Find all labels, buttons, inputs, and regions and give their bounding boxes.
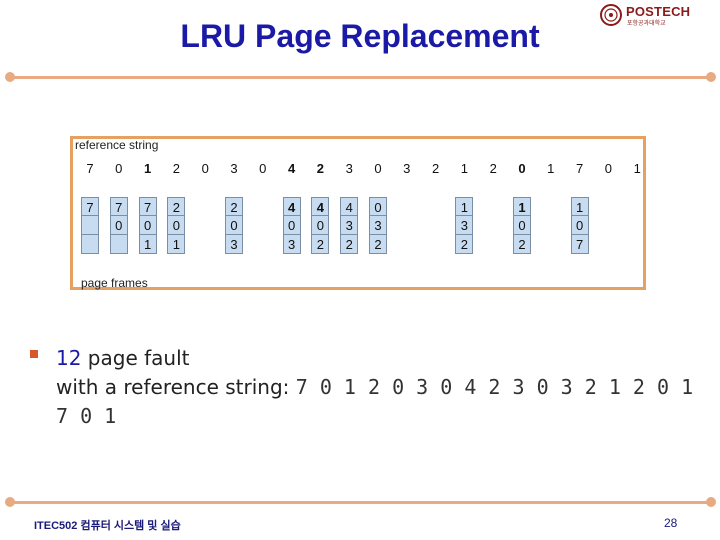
reference-item: 1: [143, 161, 152, 176]
reference-item: 1: [547, 161, 555, 176]
frame-cell: 7: [81, 197, 99, 216]
frame-cell: 0: [109, 216, 128, 235]
frame-cell: [81, 235, 99, 254]
frame-cell: 4: [282, 197, 301, 216]
page-number: 28: [664, 516, 678, 530]
reference-item: 2: [489, 161, 497, 176]
postech-logo: POSTECH 포항공과대학교: [600, 4, 718, 27]
frame-cell: 1: [167, 235, 186, 254]
university-seal-icon: [600, 4, 622, 26]
frame-cell: 1: [513, 197, 531, 216]
reference-item: 3: [403, 161, 411, 176]
reference-prefix: with a reference string:: [56, 375, 296, 399]
frame-cell: 3: [340, 216, 359, 235]
frame-cell: 7: [109, 197, 128, 216]
bullet-marker: [30, 350, 38, 358]
logo-subtitle: 포항공과대학교: [627, 21, 666, 27]
frame-cell: 3: [282, 235, 301, 254]
frame-cell: 2: [340, 235, 359, 254]
frame-cell: 7: [570, 235, 589, 254]
frame-cell: 0: [311, 216, 330, 235]
reference-item: 1: [460, 161, 468, 176]
fault-count: 12: [56, 346, 82, 370]
frame-cell: [109, 235, 128, 254]
frame-cell: 0: [225, 216, 243, 235]
frame-cell: 3: [225, 235, 243, 254]
top-rule: [10, 76, 710, 79]
frame-cell: 2: [455, 235, 474, 254]
reference-item: 3: [345, 161, 353, 176]
frame-cell: 0: [369, 197, 387, 216]
reference-item: 1: [633, 161, 641, 176]
bottom-rule-right-dot: [706, 497, 716, 507]
frame-cell: 0: [513, 216, 531, 235]
bottom-rule: [10, 501, 710, 504]
frame-cell: 1: [455, 197, 474, 216]
frame-cell: 3: [369, 216, 387, 235]
reference-item: 2: [316, 161, 324, 176]
frame-cell: [81, 216, 99, 235]
reference-item: 0: [374, 161, 382, 176]
top-rule-right-dot: [706, 72, 716, 82]
reference-item: 2: [172, 161, 180, 176]
reference-item: 3: [230, 161, 238, 176]
frame-cell: 0: [282, 216, 301, 235]
reference-item: 7: [575, 161, 584, 176]
frame-cell: 2: [513, 235, 531, 254]
bullet-text: 12 page fault with a reference string: 7…: [56, 344, 696, 431]
reference-item: 7: [86, 161, 94, 176]
frame-column: 7: [81, 197, 99, 254]
logo-text: POSTECH: [626, 4, 691, 19]
frame-cell: 0: [138, 216, 157, 235]
frame-cell: 4: [311, 197, 330, 216]
reference-item: 4: [287, 161, 296, 176]
reference-sequence: 7 0 1 2 0 3 0 4 2 3 0 3 2 1 2 0 1 7 0 1: [56, 375, 694, 428]
reference-item: 2: [431, 161, 440, 176]
reference-item: 0: [604, 161, 612, 176]
reference-item: 0: [518, 161, 526, 176]
frame-cell: 2: [311, 235, 330, 254]
course-footer: ITEC502 컴퓨터 시스템 및 실습: [34, 520, 181, 532]
frame-cell: 3: [455, 216, 474, 235]
frame-cell: 1: [138, 235, 157, 254]
slide-title: LRU Page Replacement: [180, 18, 540, 54]
frame-cell: 0: [570, 216, 589, 235]
fault-label: page fault: [81, 346, 190, 370]
frame-cell: 2: [167, 197, 186, 216]
frame-cell: 0: [167, 216, 186, 235]
reference-item: 0: [201, 161, 209, 176]
reference-item: 0: [259, 161, 267, 176]
frame-cell: 4: [340, 197, 359, 216]
reference-string-label: reference string: [75, 138, 159, 152]
frame-cell: 7: [138, 197, 157, 216]
reference-item: 0: [115, 161, 123, 176]
frame-cell: 2: [369, 235, 387, 254]
frame-cell: 1: [570, 197, 589, 216]
page-frames-label: page frames: [81, 276, 148, 290]
frame-cell: 2: [225, 197, 243, 216]
